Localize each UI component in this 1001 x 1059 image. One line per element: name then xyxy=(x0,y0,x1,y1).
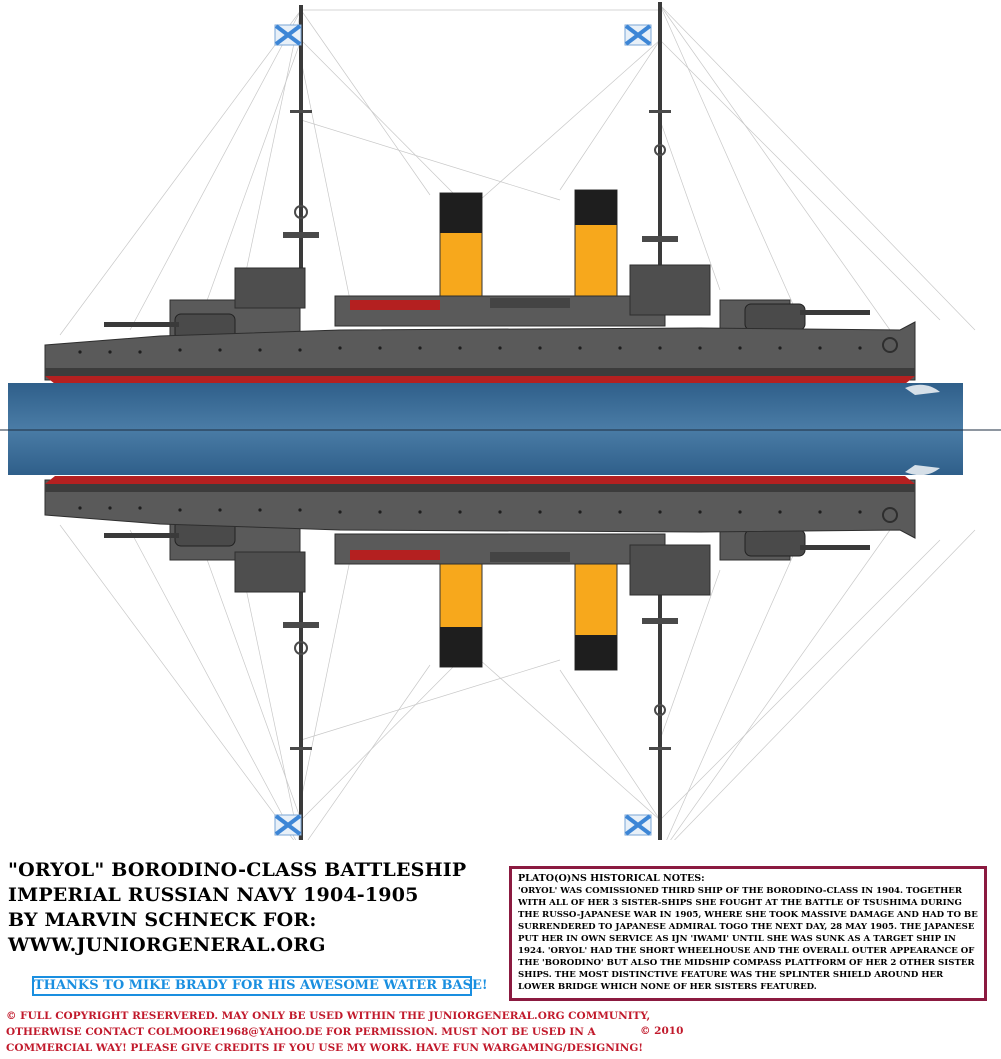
thanks-text: THANKS TO MIKE BRADY FOR HIS AWESOME WAT… xyxy=(34,978,488,993)
water-base xyxy=(8,383,963,475)
ship-illustration xyxy=(0,0,1001,840)
notes-heading: PLATO(O)NS HISTORICAL NOTES: xyxy=(518,873,705,884)
website-link[interactable]: WWW.JUNIORGENERAL.ORG xyxy=(8,934,326,956)
historical-notes-box: PLATO(O)NS HISTORICAL NOTES: 'ORYOL' WAS… xyxy=(509,866,987,1001)
copyright-year: © 2010 xyxy=(640,1025,684,1037)
ship-title: "ORYOL" BORODINO-CLASS BATTLESHIP xyxy=(8,859,467,881)
ship-upper xyxy=(45,2,975,384)
copyright-line-2: OTHERWISE CONTACT COLMOORE1968@YAHOO.DE … xyxy=(6,1026,596,1038)
thanks-banner: THANKS TO MIKE BRADY FOR HIS AWESOME WAT… xyxy=(32,976,488,996)
copyright-line-1: © FULL COPYRIGHT RESERVERED. MAY ONLY BE… xyxy=(6,1010,651,1022)
title-block: "ORYOL" BORODINO-CLASS BATTLESHIP IMPERI… xyxy=(8,858,478,958)
author-credit: BY MARVIN SCHNECK FOR: xyxy=(8,909,317,931)
notes-body: 'ORYOL' WAS COMISSIONED THIRD SHIP OF TH… xyxy=(518,886,978,992)
navy-subtitle: IMPERIAL RUSSIAN NAVY 1904-1905 xyxy=(8,884,419,906)
ship-lower-mirrored xyxy=(45,476,975,840)
copyright-line-3: COMMERCIAL WAY! PLEASE GIVE CREDITS IF Y… xyxy=(6,1042,643,1054)
copyright-notice: © FULL COPYRIGHT RESERVERED. MAY ONLY BE… xyxy=(6,1008,706,1056)
